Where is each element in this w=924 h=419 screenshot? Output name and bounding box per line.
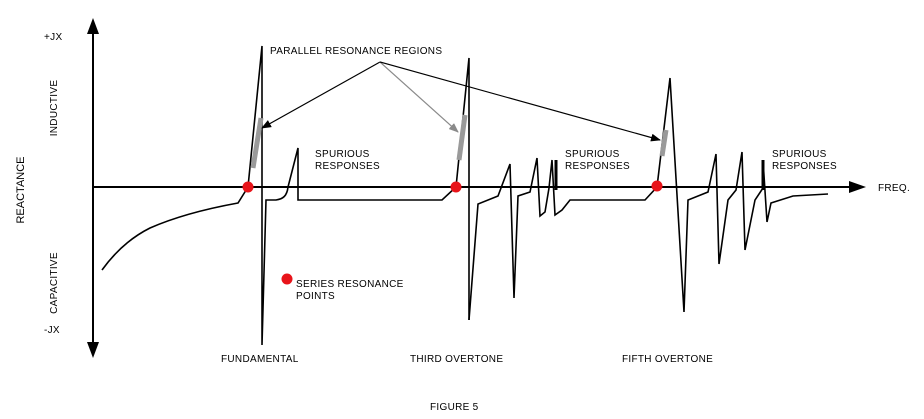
axes (87, 18, 866, 358)
series-point-fundamental (242, 181, 254, 193)
y-top-label: +JX (44, 32, 62, 43)
third-overtone-curve (468, 77, 829, 321)
legend-series-point (281, 273, 293, 285)
y-axis-label: REACTANCE (15, 156, 27, 223)
spurious-label-2-line-1: SPURIOUS (565, 149, 620, 160)
legend-line-2: POINTS (296, 291, 335, 302)
inductive-label: INDUCTIVE (49, 80, 60, 137)
y-bottom-label: -JX (44, 325, 60, 336)
parallel-region-fundamental (250, 117, 264, 169)
spurious-label-1-line-1: SPURIOUS (315, 149, 370, 160)
reactance-curve (101, 45, 829, 346)
y-axis-arrow-down (87, 342, 99, 358)
series-point-fifth (651, 180, 663, 192)
y-axis-arrow-up (87, 18, 99, 34)
spurious-label-2-line-2: RESPONSES (565, 161, 630, 172)
mode-label-fundamental: FUNDAMENTAL (221, 354, 299, 365)
x-axis-label: FREQ. (878, 183, 910, 194)
x-axis-arrow (849, 181, 866, 193)
spurious-label-3-line-2: RESPONSES (772, 161, 837, 172)
series-point-third (450, 181, 462, 193)
series-resonance-points (242, 180, 663, 285)
spurious-label-3-line-1: SPURIOUS (772, 149, 827, 160)
fundamental-curve (101, 45, 470, 346)
pointer-to-fifth (379, 61, 661, 142)
pointer-to-fundamental (261, 61, 381, 129)
figure-caption: FIGURE 5 (430, 402, 479, 413)
parallel-region-fifth (659, 129, 669, 157)
spurious-label-1-line-2: RESPONSES (315, 161, 380, 172)
parallel-region-third (456, 114, 468, 161)
mode-label-fifth-overtone: FIFTH OVERTONE (622, 354, 713, 365)
parallel-resonance-label: PARALLEL RESONANCE REGIONS (270, 46, 442, 57)
legend-line-1: SERIES RESONANCE (296, 279, 404, 290)
pointer-arrows (261, 61, 661, 142)
mode-label-third-overtone: THIRD OVERTONE (410, 354, 503, 365)
pointer-to-third (379, 61, 459, 133)
parallel-resonance-regions (250, 114, 669, 169)
capacitive-label: CAPACITIVE (49, 252, 60, 314)
